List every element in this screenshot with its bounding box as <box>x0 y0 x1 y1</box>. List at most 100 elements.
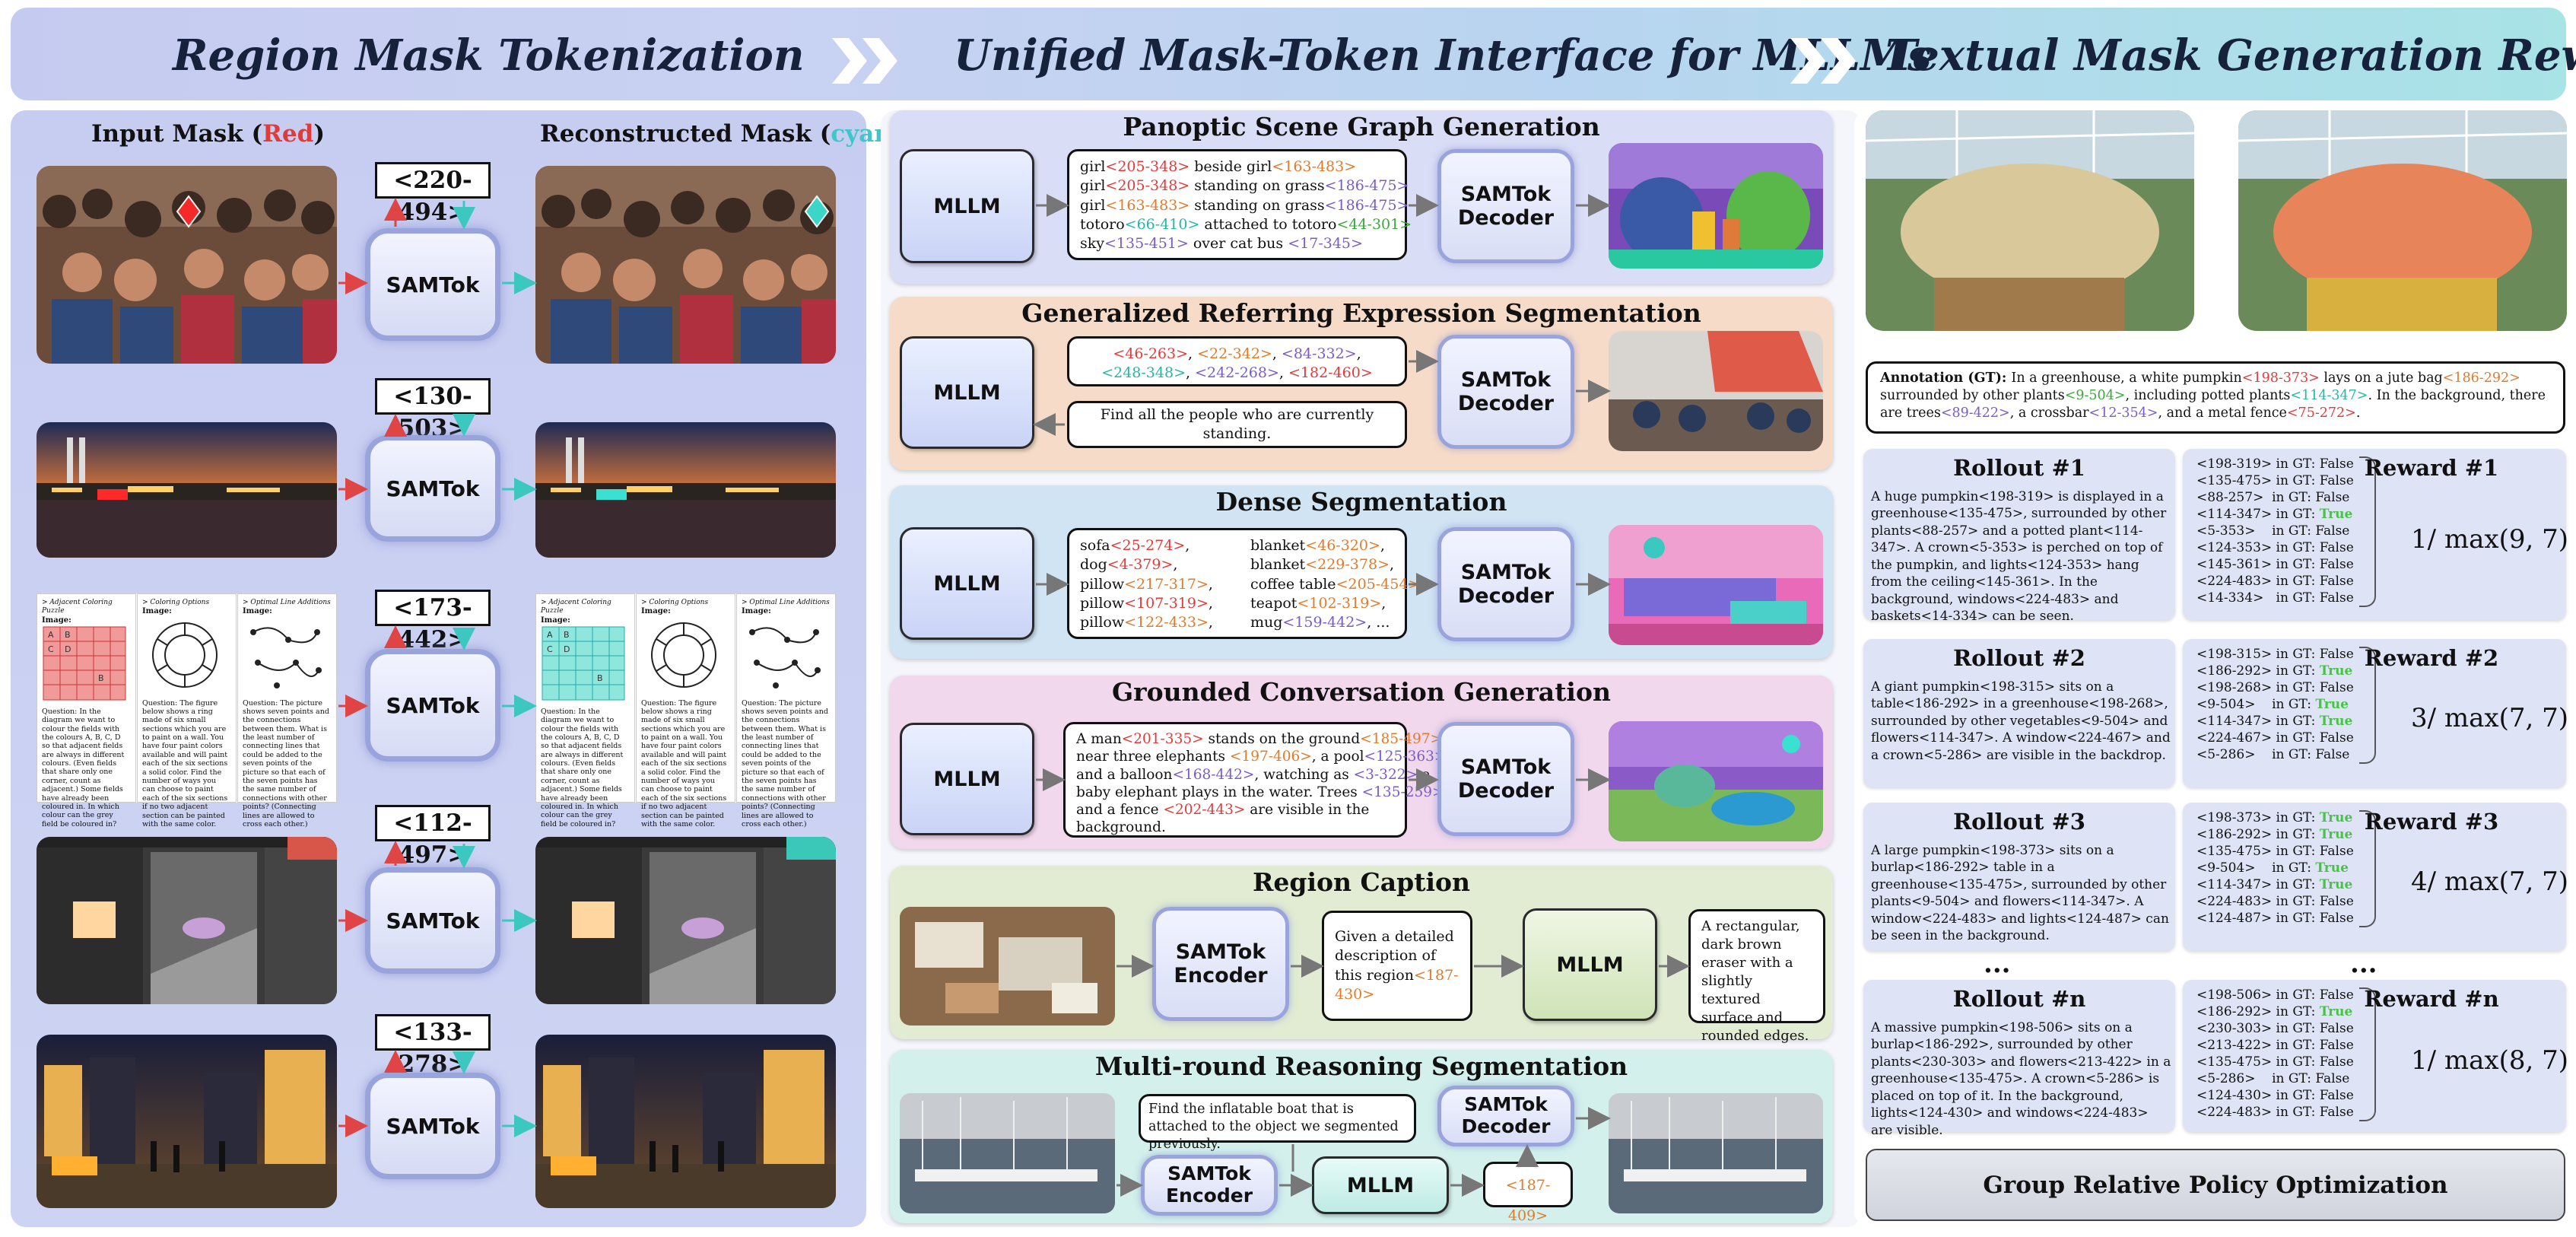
text-span: mug <box>1250 614 1283 631</box>
svg-text:C: C <box>547 644 553 654</box>
text-line: girl<205-348> standing on grass<186-475> <box>1080 176 1409 196</box>
gt-check-result: False <box>2319 987 2354 1003</box>
caption-image <box>900 907 1115 1026</box>
gt-check-token: <213-422> in GT: <box>2196 1038 2320 1053</box>
text-span: blanket <box>1250 537 1306 554</box>
mask-token: <125-363> <box>1364 749 1447 765</box>
gres-tokens-line: <248-348>, <242-268>, <182-460> <box>1080 364 1394 383</box>
mask-token: <44-301> <box>1336 215 1412 233</box>
gt-check-line: <135-475> in GT: False <box>2196 1054 2354 1071</box>
gt-check-result: False <box>2315 1071 2350 1086</box>
mask-token: <198-373> <box>2241 370 2320 386</box>
rollout-card: Rollout #2 A giant pumpkin<198-315> sits … <box>1863 639 2175 787</box>
reward-value: 4/ max(7, 7) <box>2411 866 2568 897</box>
text-span: near three elephants <box>1076 749 1230 765</box>
text-span: pillow <box>1080 594 1125 612</box>
text-span: and a balloon <box>1076 766 1173 783</box>
mask-token: <242-268> <box>1195 364 1279 382</box>
gt-check-line: <124-487> in GT: False <box>2196 911 2354 927</box>
reward-card: <198-315> in GT: False<186-292> in GT: T… <box>2183 639 2568 787</box>
gres-tokens-line: <46-263>, <22-342>, <84-332>, <box>1080 345 1394 364</box>
mask-token: <205-348> <box>1105 158 1190 175</box>
text-line: blanket<229-378>, <box>1250 555 1425 574</box>
gt-check-result: False <box>2319 1038 2354 1053</box>
mask-token: <12-354> <box>2088 405 2158 421</box>
text-span: standing on grass <box>1190 177 1325 195</box>
reasoning-token: <187-409> <box>1483 1162 1573 1224</box>
text-span: , and a metal fence <box>2158 405 2287 421</box>
text-span: girl <box>1080 177 1106 195</box>
gt-check-line: <186-292> in GT: True <box>2196 663 2352 680</box>
text-span: baby elephant plays in the water. Trees <box>1076 784 1362 800</box>
gt-check-result: False <box>2319 844 2354 859</box>
reward-title: Reward #n <box>2364 986 2499 1012</box>
gt-check-line: <230-303> in GT: False <box>2196 1021 2354 1038</box>
svg-text:B: B <box>65 630 71 640</box>
gt-check-token: <224-467> in GT: <box>2196 730 2320 746</box>
gt-check-token: <5-286> in GT: <box>2196 1071 2316 1086</box>
mllm-box: MLLM <box>900 723 1034 835</box>
mllm-box: MLLM <box>1523 908 1657 1021</box>
rollout-text: A giant pumpkin<198-315> sits on a table… <box>1871 679 2171 763</box>
gt-check-result: True <box>2319 810 2353 825</box>
mask-token: <186-475> <box>1324 177 1409 195</box>
text-line: blanket<46-320>, <box>1250 536 1425 555</box>
text-span: , including potted plants <box>2125 387 2291 403</box>
text-line: totoro<66-410> attached to totoro<44-301… <box>1080 215 1412 234</box>
svg-text:B: B <box>564 630 570 640</box>
rollout-text: A large pumpkin<198-373> sits on a burla… <box>1871 843 2169 944</box>
gt-check-token: <9-504> in GT: <box>2196 860 2316 876</box>
text-span: sky <box>1080 235 1104 253</box>
gt-check-line: <198-315> in GT: False <box>2196 647 2354 663</box>
gt-check-token: <198-319> in GT: <box>2196 456 2320 472</box>
gres-query: Find all the people who are currently st… <box>1067 401 1407 448</box>
rollout-title: Rollout #3 <box>1953 809 2085 835</box>
text-span: beside girl <box>1190 158 1272 175</box>
text-span: , watching as <box>1254 766 1354 783</box>
gt-check-line: <5-353> in GT: False <box>2196 523 2349 540</box>
reward-value: 1/ max(9, 7) <box>2411 523 2568 555</box>
gt-check-result: True <box>2319 877 2353 892</box>
text-span: dog <box>1080 556 1107 574</box>
mllm-box: MLLM <box>900 336 1034 449</box>
gt-check-result: False <box>2319 456 2354 472</box>
svg-text:B: B <box>98 673 104 683</box>
gt-check-line: <186-292> in GT: True <box>2196 827 2352 844</box>
pumpkin-image <box>1866 110 2194 331</box>
reward-value: 3/ max(7, 7) <box>2411 702 2568 733</box>
rollout-title: Rollout #2 <box>1953 645 2085 671</box>
text-span: , <box>1186 364 1196 382</box>
gt-check-token: <198-373> in GT: <box>2196 810 2320 825</box>
svg-text:B: B <box>597 673 603 683</box>
mask-token: <182-460> <box>1288 364 1373 382</box>
gt-check-line: <124-353> in GT: False <box>2196 540 2354 557</box>
text-span: , <box>1272 345 1282 362</box>
gcg-image <box>1609 721 1823 841</box>
gt-check-result: False <box>2319 1054 2354 1070</box>
text-span: girl <box>1080 196 1106 214</box>
text-span: , a pool <box>1311 749 1364 765</box>
mask-token: <205-454> <box>1336 575 1421 593</box>
text-line: teapot<102-319>, <box>1250 594 1425 613</box>
gt-check-result: False <box>2319 730 2354 746</box>
input-image-3d-editor <box>37 837 337 1004</box>
gt-check-result: True <box>2315 697 2349 712</box>
gt-check-line: <9-504> in GT: True <box>2196 860 2349 877</box>
gt-check-result: False <box>2315 523 2350 539</box>
mask-token: <46-263> <box>1113 345 1189 362</box>
gt-check-result: True <box>2319 827 2353 842</box>
samtok-encoder-box: SAMTok Encoder <box>1141 1155 1278 1216</box>
gt-check-token: <224-483> in GT: <box>2196 894 2320 909</box>
mid-title: Unified Mask-Token Interface for MLLMs <box>954 30 1932 81</box>
rollout-title: Rollout #n <box>1952 986 2086 1012</box>
section-title: Dense Segmentation <box>1215 487 1507 517</box>
rollout-card: Rollout #3 A large pumpkin<198-373> sits … <box>1863 803 2175 951</box>
section-title: Grounded Conversation Generation <box>1112 677 1611 707</box>
text-line: background. <box>1076 819 1394 836</box>
gt-check-result: False <box>2319 574 2354 589</box>
text-span: lays on a jute bag <box>2319 370 2443 386</box>
text-line: A man<201-335> stands on the ground<185-… <box>1076 730 1442 748</box>
